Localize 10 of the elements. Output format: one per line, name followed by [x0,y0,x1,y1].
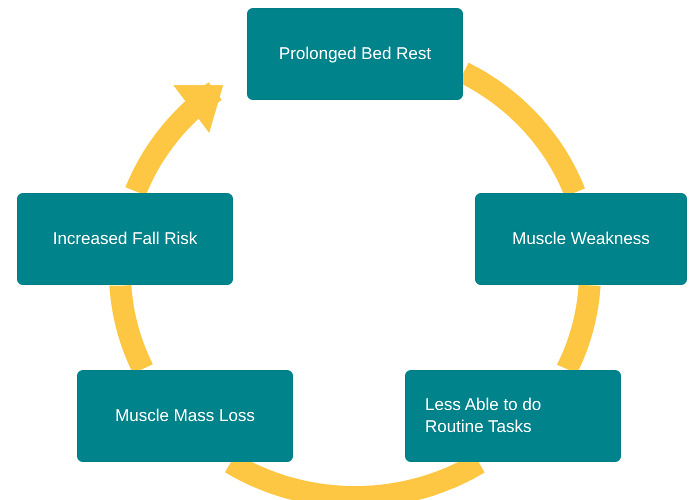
process-box [247,8,463,100]
box-label: Increased Fall Risk [52,228,198,250]
process-box [77,370,293,462]
box-label: Muscle Mass Loss [115,405,255,427]
process-box [405,370,621,462]
box-label: Less Able to do Routine Tasks [425,394,542,438]
box-label: Muscle Weakness [512,228,650,250]
box-label: Prolonged Bed Rest [278,43,432,65]
process-box [17,193,233,285]
process-box [475,193,687,285]
